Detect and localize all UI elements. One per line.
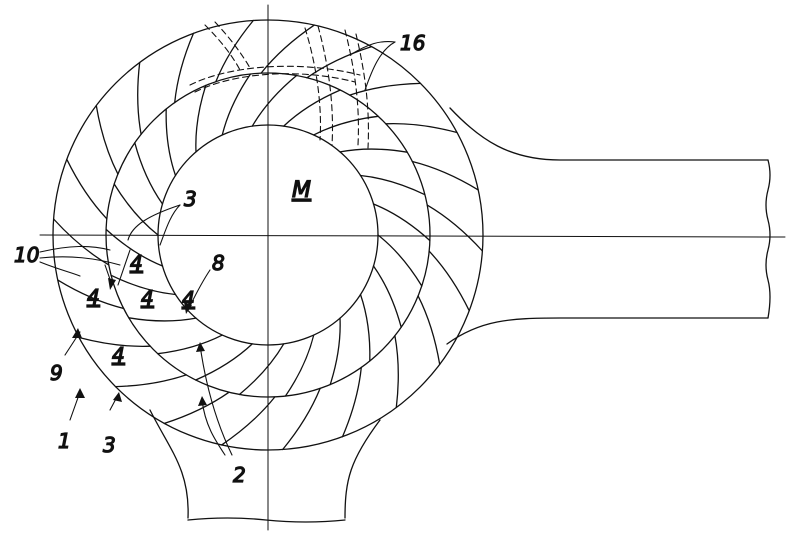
label-2: 2 xyxy=(233,463,246,487)
label-1: 1 xyxy=(58,429,71,453)
inner-vane xyxy=(195,84,207,153)
arrowheads xyxy=(72,278,207,406)
outer-vane xyxy=(411,160,479,191)
outer-vane xyxy=(417,295,441,366)
outer-vane xyxy=(78,336,151,347)
inner-vane xyxy=(221,73,252,136)
inner-vane xyxy=(251,74,298,127)
outer-vane xyxy=(114,374,187,388)
label-4e: 4 xyxy=(112,343,125,367)
inner-vane xyxy=(113,183,159,236)
housing-outline-lower xyxy=(446,317,769,345)
outer-vane xyxy=(57,279,125,310)
vane-group xyxy=(52,19,484,451)
outer-vane xyxy=(426,204,484,252)
inner-vane xyxy=(372,265,402,328)
outer-vane xyxy=(428,250,470,312)
label-8: 8 xyxy=(212,251,225,275)
label-M: M xyxy=(292,178,311,203)
dashed-channels xyxy=(189,21,369,149)
label-4b: 4 xyxy=(87,285,100,309)
bottom-duct-right xyxy=(344,419,381,519)
outer-vane xyxy=(221,396,276,446)
outer-vane xyxy=(394,335,399,409)
inner-vane xyxy=(359,293,371,362)
inner-vane xyxy=(372,203,431,242)
leader-lines xyxy=(39,40,396,456)
outer-vane xyxy=(174,32,195,104)
horizontal-axis xyxy=(39,234,786,238)
label-9: 9 xyxy=(50,361,63,385)
label-4a: 4 xyxy=(130,251,143,275)
label-3-bottom: 3 xyxy=(103,433,116,457)
inner-vane xyxy=(105,228,164,267)
outer-vane xyxy=(137,61,142,135)
housing-outline xyxy=(449,107,769,161)
outer-vane xyxy=(341,366,362,438)
inner-vane xyxy=(165,108,177,177)
bottom-duct-end xyxy=(187,517,346,523)
inner-vane xyxy=(284,334,315,397)
label-4c: 4 xyxy=(141,286,154,310)
inner-vane xyxy=(283,89,341,127)
duct-end-wavy xyxy=(765,159,771,319)
label-10: 10 xyxy=(14,243,39,267)
outer-vane xyxy=(163,391,230,425)
inner-vane xyxy=(128,317,197,322)
outer-vane xyxy=(66,158,108,220)
inner-vane xyxy=(359,174,426,196)
bottom-duct-left xyxy=(149,409,189,519)
outer-vane xyxy=(95,104,119,175)
outer-vane xyxy=(385,123,458,134)
outer-vane xyxy=(282,387,321,451)
inner-vane xyxy=(238,343,285,396)
inner-vane xyxy=(313,115,379,136)
inner-vane xyxy=(110,274,177,296)
inner-vane xyxy=(339,148,408,153)
inner-vane xyxy=(329,317,341,386)
label-16: 16 xyxy=(400,31,425,55)
label-3-top: 3 xyxy=(184,187,197,211)
label-4d: 4 xyxy=(182,287,195,311)
outer-vane xyxy=(260,24,315,74)
inner-vane xyxy=(134,142,164,205)
inner-vane xyxy=(157,334,223,355)
inner-vane xyxy=(195,343,253,381)
outer-vane xyxy=(349,82,422,96)
inner-vane xyxy=(377,234,423,287)
outer-vane xyxy=(215,19,254,83)
outer-vane xyxy=(306,45,373,79)
outer-vane xyxy=(52,218,110,266)
